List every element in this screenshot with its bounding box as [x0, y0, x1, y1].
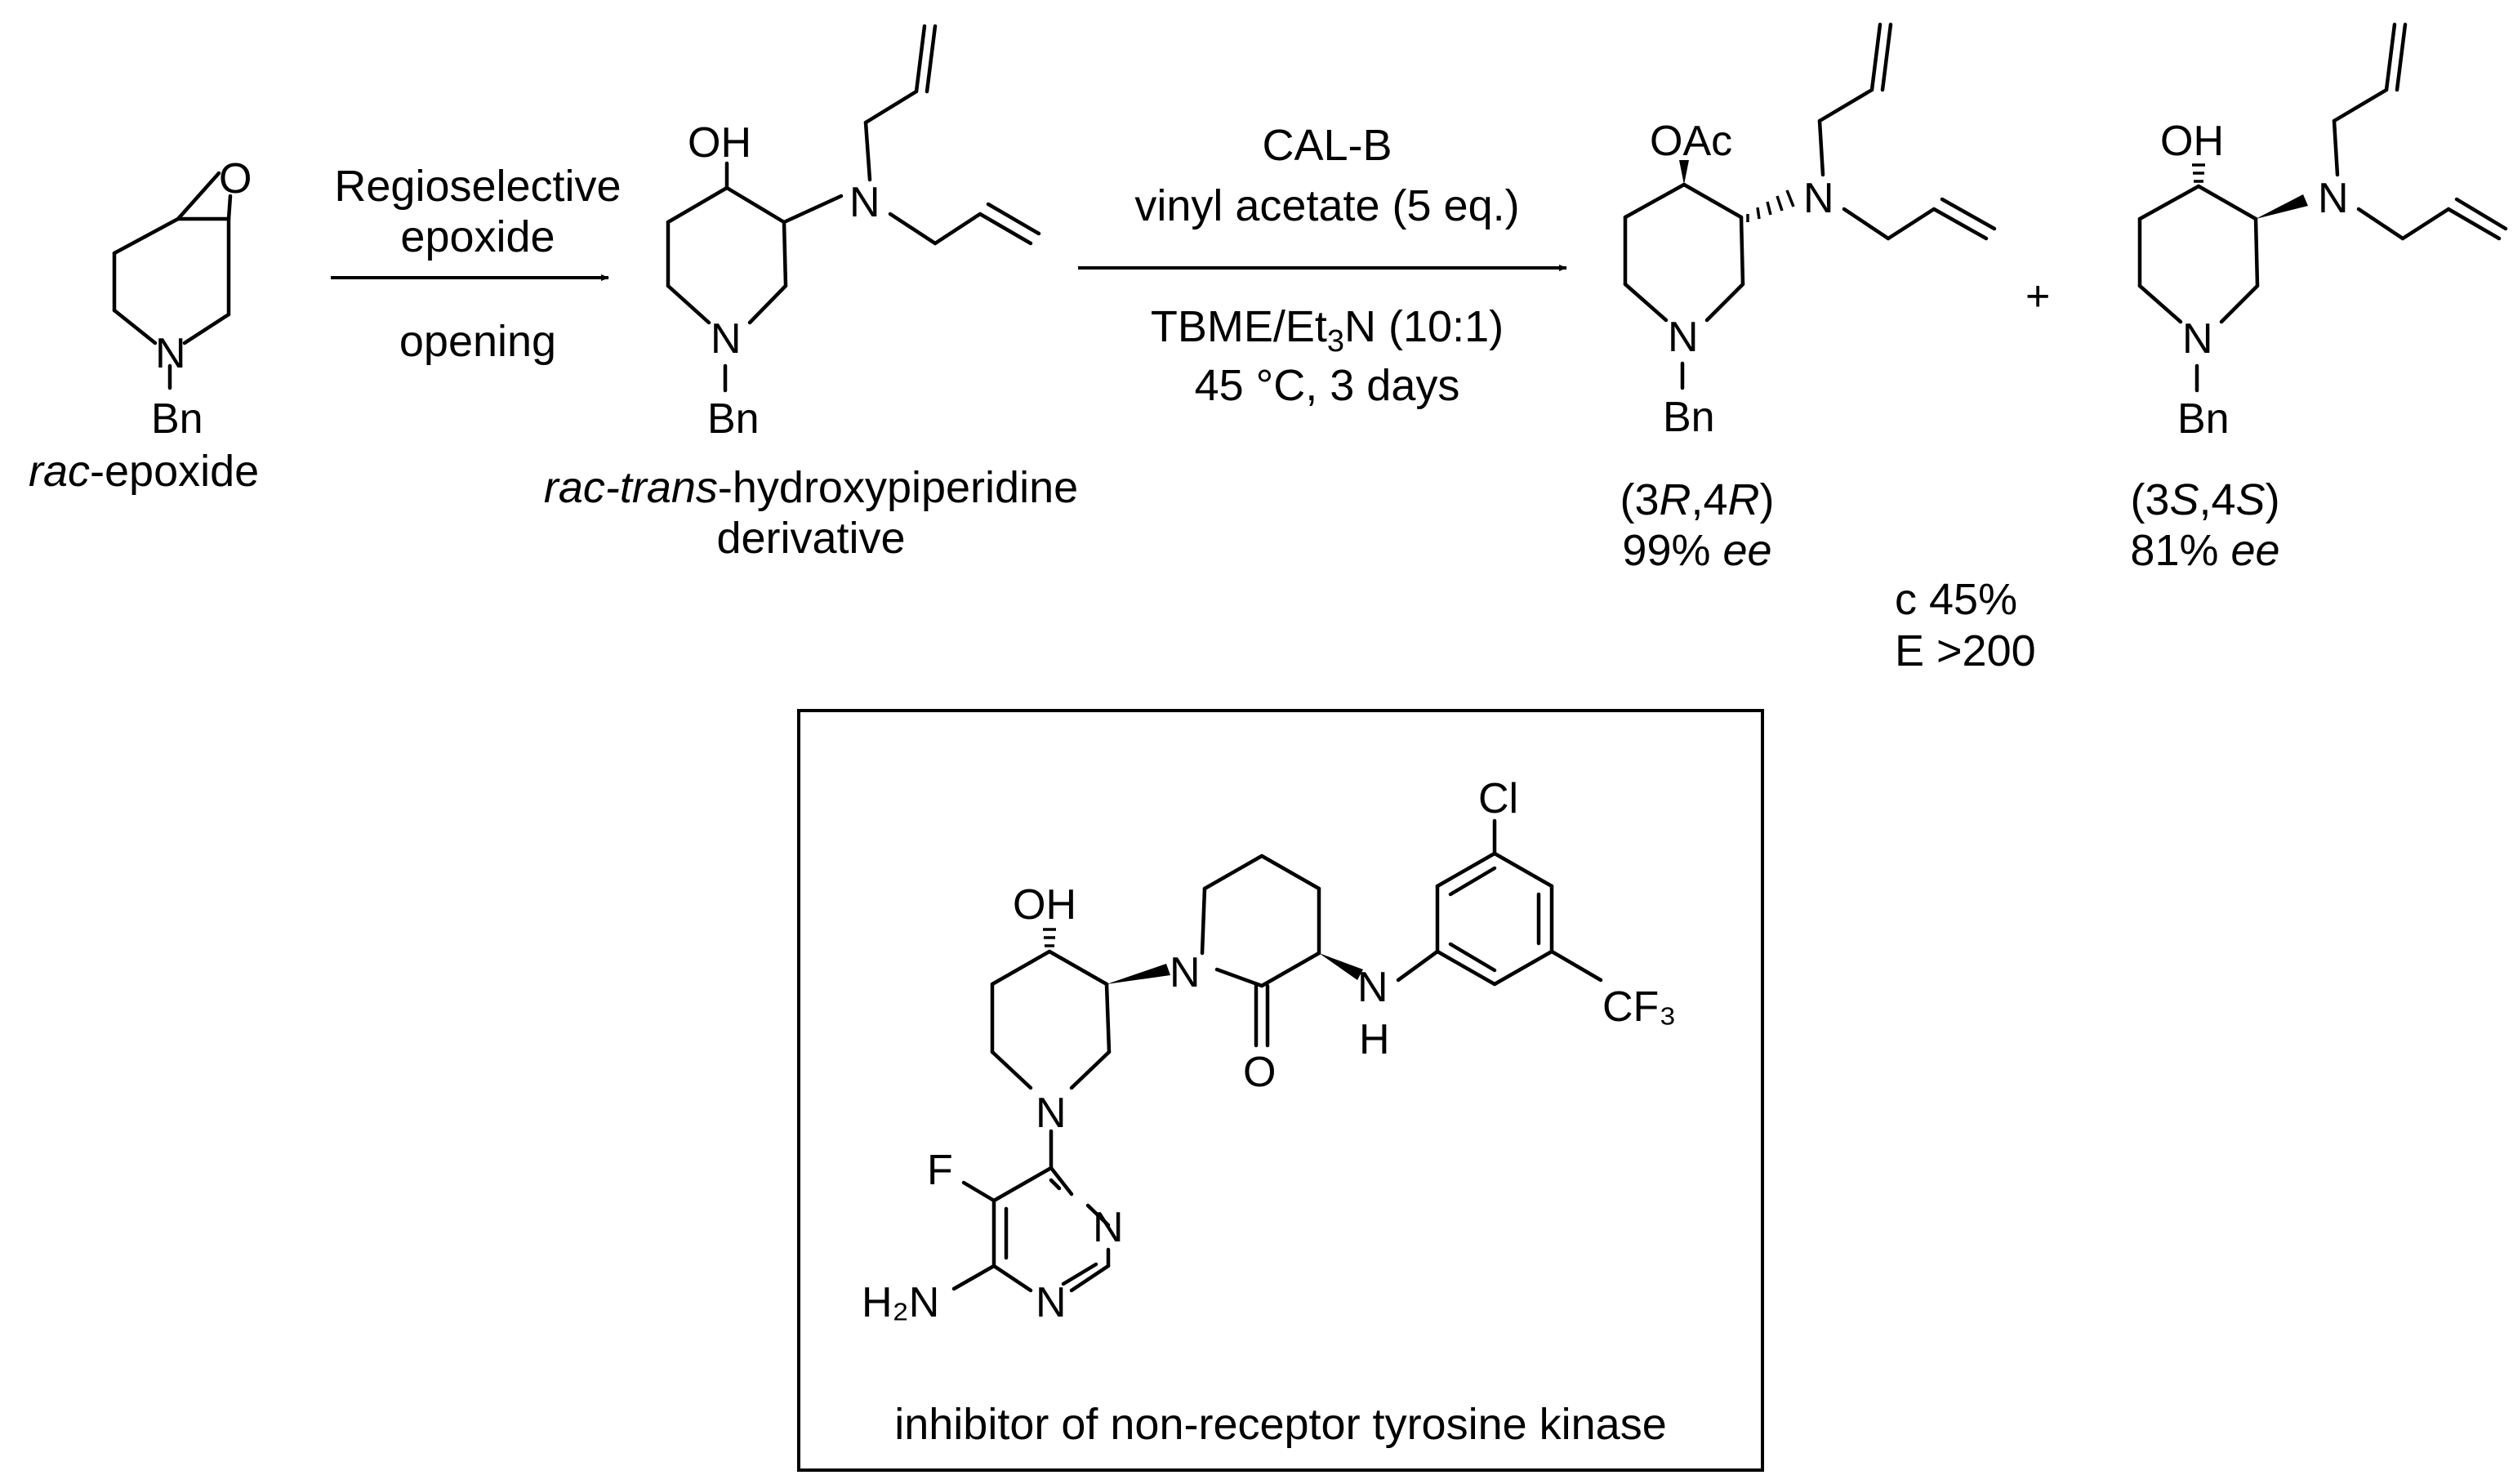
- product-alcohol-bn-group: Bn: [2177, 395, 2230, 443]
- inhibitor-n-lactam: N: [1170, 949, 1201, 996]
- epoxide-structure: O N Bn rac-epoxide: [29, 155, 259, 496]
- product-ester-n-ring: N: [1668, 314, 1699, 361]
- step2-conditions: 45 °C, 3 days: [1195, 361, 1460, 410]
- product-alcohol-oh: OH: [2160, 118, 2224, 165]
- product-ester-oac: OAc: [1650, 118, 1732, 165]
- step1-arrow-group: Regioselective epoxide opening: [331, 162, 622, 366]
- step1-line2: epoxide: [400, 212, 555, 261]
- inhibitor-cl: Cl: [1478, 775, 1518, 822]
- inhibitor-nh: N: [1357, 964, 1388, 1011]
- product-alcohol-n-amine: N: [2318, 175, 2349, 222]
- step1-line3: opening: [399, 317, 556, 366]
- selectivity-label: E >200: [1895, 626, 2036, 675]
- product-alcohol-config: (3S,4S): [2130, 475, 2279, 524]
- intermediate-oh: OH: [688, 119, 751, 167]
- intermediate-label-line1: rac-trans-hydroxypiperidine: [544, 463, 1078, 512]
- product-ester-config: (3R,4R): [1620, 475, 1774, 524]
- intermediate-bn-group: Bn: [707, 395, 760, 443]
- inhibitor-box: OH N O N H Cl CF₃ N F N N H₂N inhibitor …: [797, 709, 1764, 1472]
- intermediate-n-ring: N: [711, 315, 742, 363]
- step2-arrow-group: CAL-B vinyl acetate (5 eq.) TBME/Et3N (1…: [1078, 121, 1567, 410]
- inhibitor-n-pyrimidine-1: N: [1093, 1204, 1124, 1251]
- product-ester-n-amine: N: [1803, 175, 1834, 222]
- product-ester-bn-group: Bn: [1663, 394, 1715, 441]
- inhibitor-n-piperidine: N: [1036, 1090, 1067, 1137]
- inhibitor-h2n: H₂N: [862, 1279, 939, 1326]
- step1-line1: Regioselective: [334, 162, 621, 211]
- conversion-label: c 45%: [1895, 575, 2017, 624]
- intermediate-structure: OH N N Bn rac-trans-hydroxypiperidine de…: [544, 24, 1078, 563]
- inhibitor-o-carbonyl: O: [1243, 1049, 1276, 1096]
- epoxide-n-atom: N: [155, 330, 186, 377]
- inhibitor-structure: OH N O N H Cl CF₃ N F N N H₂N: [862, 775, 1677, 1326]
- epoxide-label: rac-epoxide: [29, 447, 259, 496]
- inhibitor-n-pyrimidine-2: N: [1036, 1279, 1067, 1326]
- step2-acyl-donor: vinyl acetate (5 eq.): [1134, 181, 1519, 230]
- product-alcohol-ee: 81% ee: [2130, 526, 2279, 575]
- epoxide-bn-group: Bn: [151, 395, 203, 443]
- product-ester-ee: 99% ee: [1622, 526, 1771, 575]
- step2-enzyme: CAL-B: [1262, 121, 1392, 170]
- intermediate-label-line2: derivative: [716, 514, 905, 563]
- product-alcohol-n-ring: N: [2182, 315, 2213, 363]
- plus-sign: +: [2025, 273, 2050, 320]
- inhibitor-oh: OH: [1013, 881, 1076, 929]
- inhibitor-h: H: [1359, 1016, 1390, 1063]
- epoxide-o-atom: O: [219, 155, 252, 203]
- product-alcohol-structure: OH N N Bn (3S,4S) 81% ee: [2130, 22, 2508, 575]
- inhibitor-caption: inhibitor of non-receptor tyrosine kinas…: [894, 1400, 1667, 1449]
- intermediate-n-amine: N: [849, 179, 880, 226]
- inhibitor-cf3: CF₃: [1602, 983, 1677, 1031]
- step2-solvent: TBME/Et3N (10:1): [1151, 302, 1504, 359]
- product-ester-structure: OAc N N Bn (3R,4R) 99% ee: [1620, 22, 1997, 575]
- inhibitor-frame: [797, 709, 1764, 1472]
- inhibitor-f: F: [927, 1147, 953, 1194]
